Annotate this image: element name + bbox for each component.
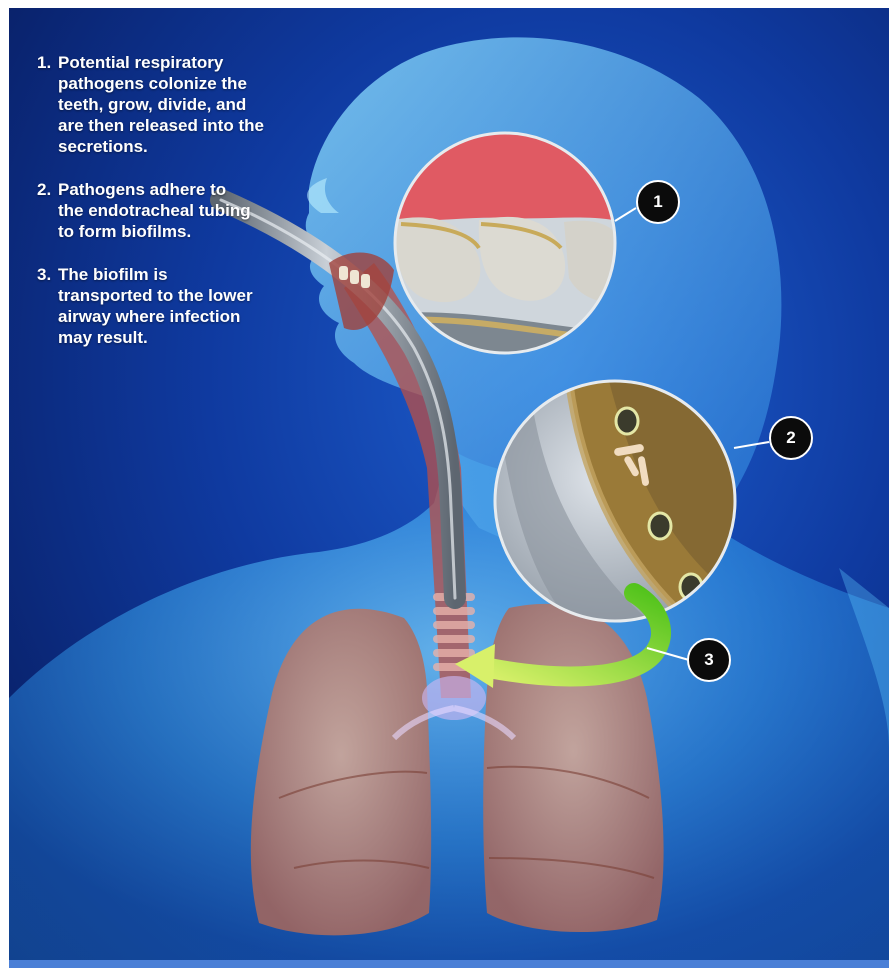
step-3: 3. The biofilm is transported to the low… [37, 264, 295, 348]
step-1-number: 1. [37, 52, 58, 157]
callout-badge-3: 3 [687, 638, 731, 682]
callout-badge-1: 1 [636, 180, 680, 224]
step-2: 2. Pathogens adhere to the endotracheal … [37, 179, 295, 242]
callout-badge-2: 2 [769, 416, 813, 460]
step-2-text: Pathogens adhere to the endotracheal tub… [58, 179, 254, 242]
step-1: 1. Potential respiratory pathogens colon… [37, 52, 295, 157]
step-3-number: 3. [37, 264, 58, 348]
illustration-frame: 1. Potential respiratory pathogens colon… [9, 8, 889, 968]
step-3-text: The biofilm is transported to the lower … [58, 264, 264, 348]
biofilm-on-tube-closeup-icon [495, 381, 735, 621]
step-1-text: Potential respiratory pathogens colonize… [58, 52, 270, 157]
step-2-number: 2. [37, 179, 58, 242]
steps-list: 1. Potential respiratory pathogens colon… [37, 52, 295, 370]
bottom-band [9, 960, 889, 968]
